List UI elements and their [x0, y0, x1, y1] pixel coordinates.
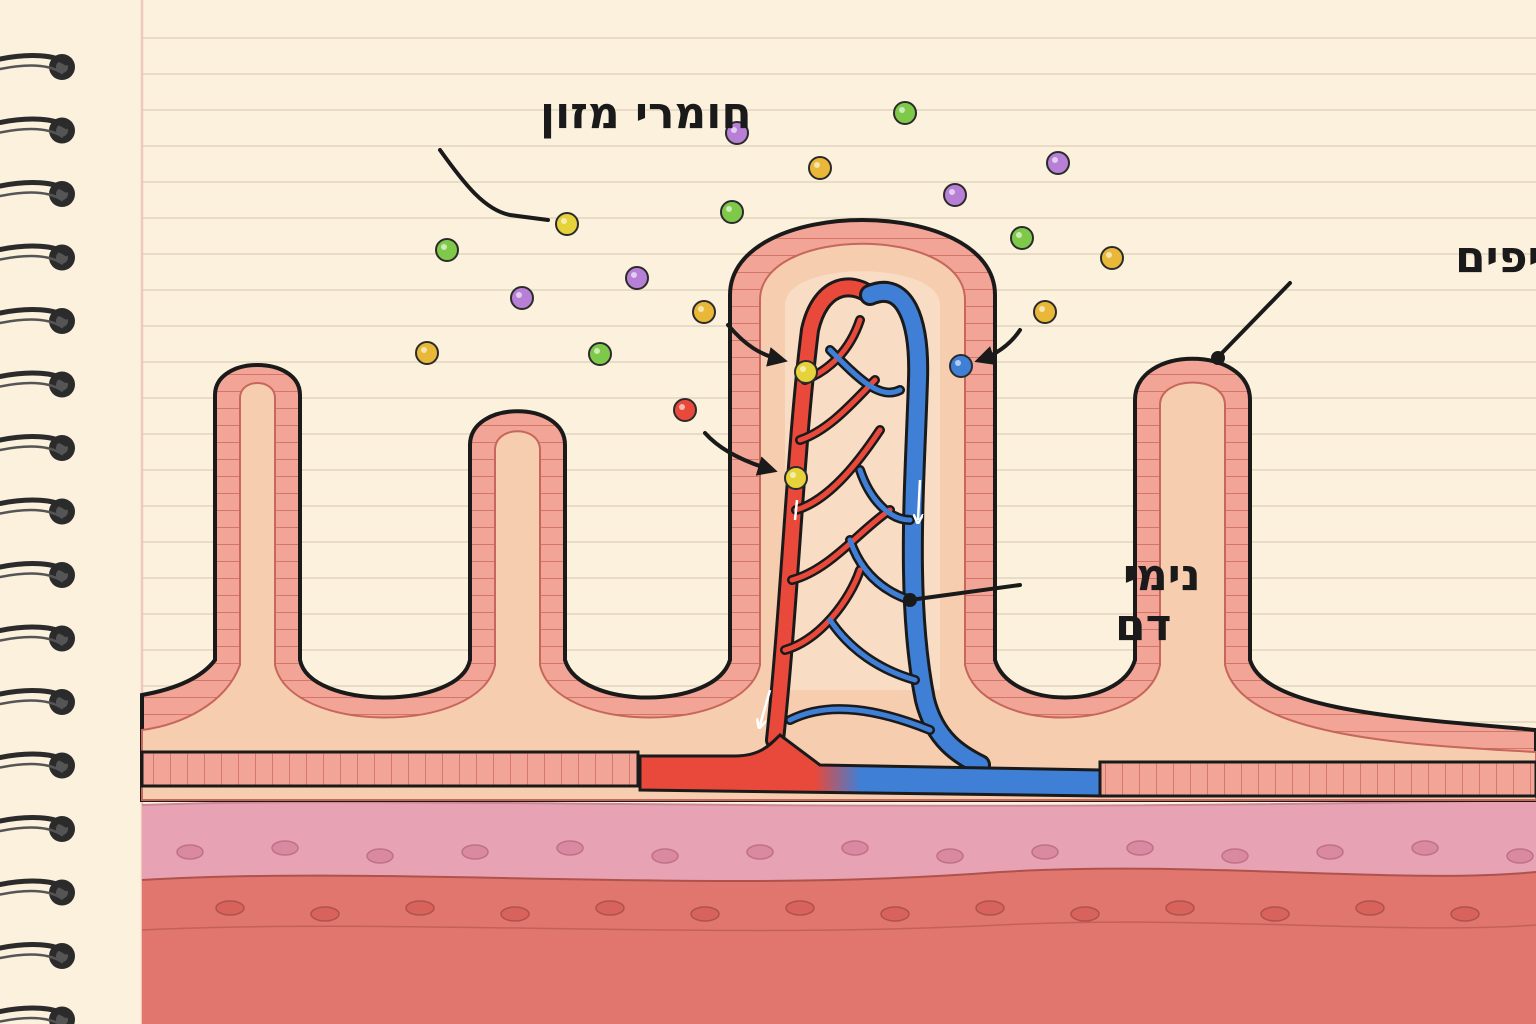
nutrient-particle [893, 101, 917, 125]
flow-arrow-icon [760, 689, 772, 725]
epithelium-base-right [1098, 760, 1536, 798]
nutrient-particle [725, 121, 749, 145]
nutrient-particle [1010, 226, 1034, 250]
nutrient-particle [720, 200, 744, 224]
mucosa [140, 218, 1536, 802]
nutrient-particle [1100, 246, 1124, 270]
arrow-icon [726, 323, 788, 367]
nutrient-particle [415, 341, 439, 365]
epithelium-base-left [140, 750, 640, 788]
capillary-network [638, 277, 1102, 798]
nutrient-particle [1046, 151, 1070, 175]
nutrient-particle [1033, 300, 1057, 324]
tissue-nuclei [176, 840, 1534, 922]
nutrient-particles [415, 101, 1124, 490]
nutrient-particle [588, 342, 612, 366]
nutrient-particle [794, 360, 818, 384]
arrow-icon [974, 328, 1022, 366]
leader-lines [438, 148, 1292, 607]
nutrient-particle [943, 183, 967, 207]
arrow-icon [703, 431, 778, 476]
label-capillaries-line1: נימי [1123, 550, 1201, 601]
label-nutrients: חומרי מזון [540, 88, 752, 139]
nutrient-particle [435, 238, 459, 262]
nutrient-particle [784, 466, 808, 490]
absorption-arrows [703, 323, 1022, 476]
nutrient-particle [510, 286, 534, 310]
intestinal-wall [141, 799, 1536, 1024]
submucosa-layer [142, 800, 1536, 882]
nutrient-particle [625, 266, 649, 290]
nutrient-particle [692, 300, 716, 324]
blood-vessel-trunk [638, 733, 1102, 798]
nutrient-particle [673, 398, 697, 422]
nutrient-particle [808, 156, 832, 180]
nutrient-particle [949, 354, 973, 378]
flow-arrow-icon [918, 479, 920, 520]
muscle-layer [142, 868, 1536, 1024]
flow-arrow-icon [793, 499, 799, 521]
spiral-binding-icon [0, 53, 75, 1024]
label-villi: זקיפים [1455, 232, 1536, 283]
label-capillaries-line2: דם [1115, 600, 1172, 651]
nutrient-particle [555, 212, 579, 236]
